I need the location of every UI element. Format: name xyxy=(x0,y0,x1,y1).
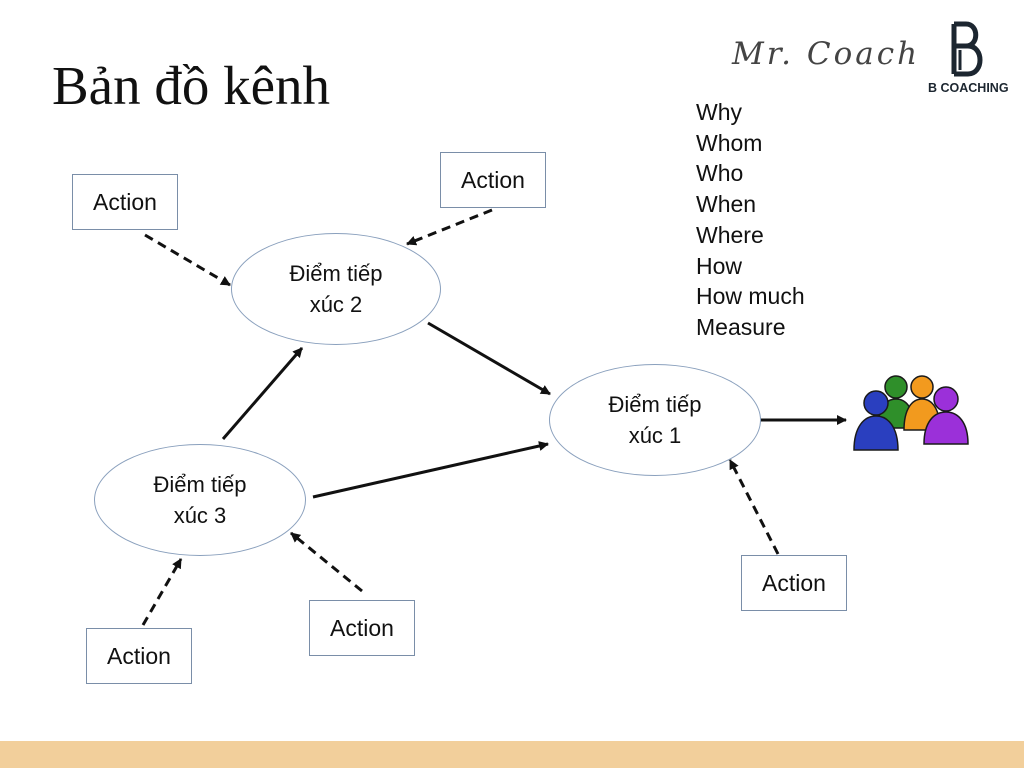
person-purple xyxy=(923,386,969,445)
arrow-node3-to-node1 xyxy=(312,441,549,499)
node-label: Điểm tiếp xyxy=(153,472,247,497)
b-logo-icon xyxy=(951,21,983,77)
arrow-action-to-node2-left xyxy=(144,233,231,287)
brand-name: B COACHING xyxy=(928,81,1009,95)
question-item: When xyxy=(696,191,757,218)
action-box-right: Action xyxy=(741,555,847,611)
node-label: xúc 2 xyxy=(309,292,363,317)
node-label: xúc 3 xyxy=(173,503,227,528)
brand-script: Mr. Coach xyxy=(732,36,921,72)
people-group-icon xyxy=(853,375,969,451)
action-box-bottom-left: Action xyxy=(86,628,192,684)
question-item: Why xyxy=(696,99,742,125)
slide-title: Bản đồ kênh xyxy=(52,55,331,116)
question-item: How much xyxy=(696,283,805,310)
node-label: Điểm tiếp xyxy=(608,392,702,417)
touchpoint-node-1: Điểm tiếp xúc 1 xyxy=(549,364,761,476)
node-label: xúc 1 xyxy=(628,423,682,448)
arrow-action-to-node3-bottom xyxy=(141,558,183,626)
question-item: Measure xyxy=(696,313,786,340)
action-box-top: Action xyxy=(440,152,546,208)
questions-list: Why Whom Who When Where How How much Mea… xyxy=(696,97,805,343)
question-item: Who xyxy=(696,160,744,187)
node-label: Điểm tiếp xyxy=(289,261,383,286)
touchpoint-node-3: Điểm tiếp xúc 3 xyxy=(94,444,306,556)
arrow-action-to-node1 xyxy=(728,459,780,555)
arrow-node3-to-node2 xyxy=(221,347,304,440)
action-box-top-left: Action xyxy=(72,174,178,230)
question-item: Where xyxy=(696,221,764,248)
arrow-node2-to-node1 xyxy=(427,321,551,396)
question-item: Whom xyxy=(696,129,763,156)
arrow-action-to-node2-top xyxy=(406,208,493,246)
touchpoint-node-2: Điểm tiếp xúc 2 xyxy=(231,233,441,345)
action-box-bottom-middle: Action xyxy=(309,600,415,656)
person-blue xyxy=(853,390,899,451)
arrow-action-to-node3-right xyxy=(290,531,363,593)
footer-bar xyxy=(0,741,1024,768)
question-item: How xyxy=(696,252,743,279)
